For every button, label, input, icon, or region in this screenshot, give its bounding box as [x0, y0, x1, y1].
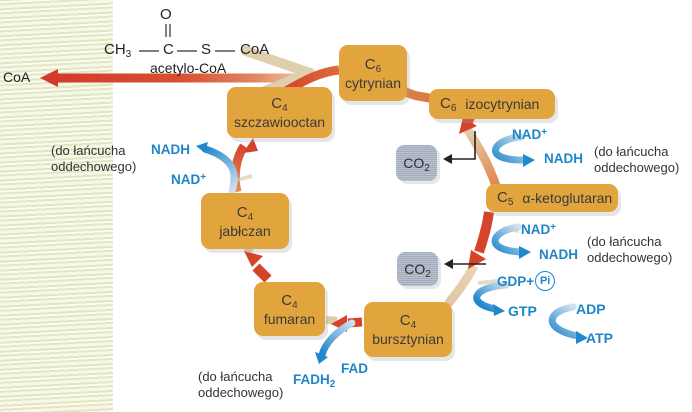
- pi-circle-icon: Pi: [535, 271, 556, 291]
- izocytrynian-carbon-count: C6: [440, 94, 457, 114]
- nadh-label-topleft: NADH: [151, 142, 190, 157]
- page-edge-texture: [0, 0, 113, 412]
- cytrynian-carbon-count: C6: [364, 55, 382, 75]
- nadh-label-right2: NADH: [539, 247, 578, 262]
- box-cytrynian: C6 cytrynian: [339, 45, 407, 101]
- bursztynian-name: bursztynian: [372, 331, 444, 347]
- acetyl-coa-bonds: [139, 24, 235, 52]
- box-ketoglutaran: C5 α-ketoglutaran: [486, 184, 618, 212]
- bursztynian-carbon-count: C4: [399, 312, 417, 332]
- fumaran-carbon-count: C4: [281, 291, 298, 311]
- co2-arrows: [452, 131, 486, 265]
- acetyl-coa-caption: acetylo-CoA: [150, 60, 227, 76]
- ketoglutaran-carbon-count: C5: [497, 188, 514, 208]
- acetyl-coa-group: CoA: [240, 41, 270, 58]
- jablczan-name: jabłczan: [219, 222, 271, 239]
- box-fumaran: C4 fumaran: [254, 282, 325, 336]
- acetyl-oxygen-atom: O: [160, 6, 172, 23]
- szczawiooctan-name: szczawiooctan: [233, 114, 326, 130]
- fadh2-label: FADH2: [293, 372, 336, 390]
- box-szczawiooctan: C4 szczawiooctan: [227, 87, 332, 138]
- gtp-label: GTP: [508, 303, 537, 319]
- nadh-label-right1: NADH: [544, 151, 583, 166]
- co2-box-1: CO2: [396, 145, 437, 181]
- jablczan-carbon-count: C4: [236, 203, 254, 223]
- box-jablczan: C4 jabłczan: [201, 193, 289, 249]
- nad-label-right2: NAD+: [521, 222, 557, 237]
- co2-box-2: CO2: [397, 252, 438, 286]
- fumaran-name: fumaran: [263, 310, 316, 327]
- ketoglutaran-name: α-ketoglutaran: [522, 190, 613, 206]
- adp-label: ADP: [576, 301, 606, 317]
- nad-label-right1: NAD+: [512, 127, 548, 142]
- acetyl-carbon-atom: C: [163, 41, 174, 58]
- acetyl-sulfur-atom: S: [201, 41, 212, 58]
- box-izocytrynian: C6 izocytrynian: [429, 89, 555, 119]
- nad-label-topleft: NAD+: [171, 172, 207, 187]
- gdp-pi-label: GDP+ Pi: [497, 271, 556, 291]
- acetyl-methyl-group: CH3: [104, 41, 132, 60]
- cytrynian-name: cytrynian: [344, 74, 402, 91]
- coa-out-label: CoA: [3, 69, 31, 85]
- szczawiooctan-carbon-count: C4: [271, 95, 288, 115]
- co2-arrowheads: [443, 154, 453, 269]
- fad-label: FAD: [341, 361, 368, 376]
- izocytrynian-name: izocytrynian: [465, 96, 540, 112]
- box-bursztynian: C4 bursztynian: [364, 302, 452, 357]
- atp-label: ATP: [586, 330, 613, 346]
